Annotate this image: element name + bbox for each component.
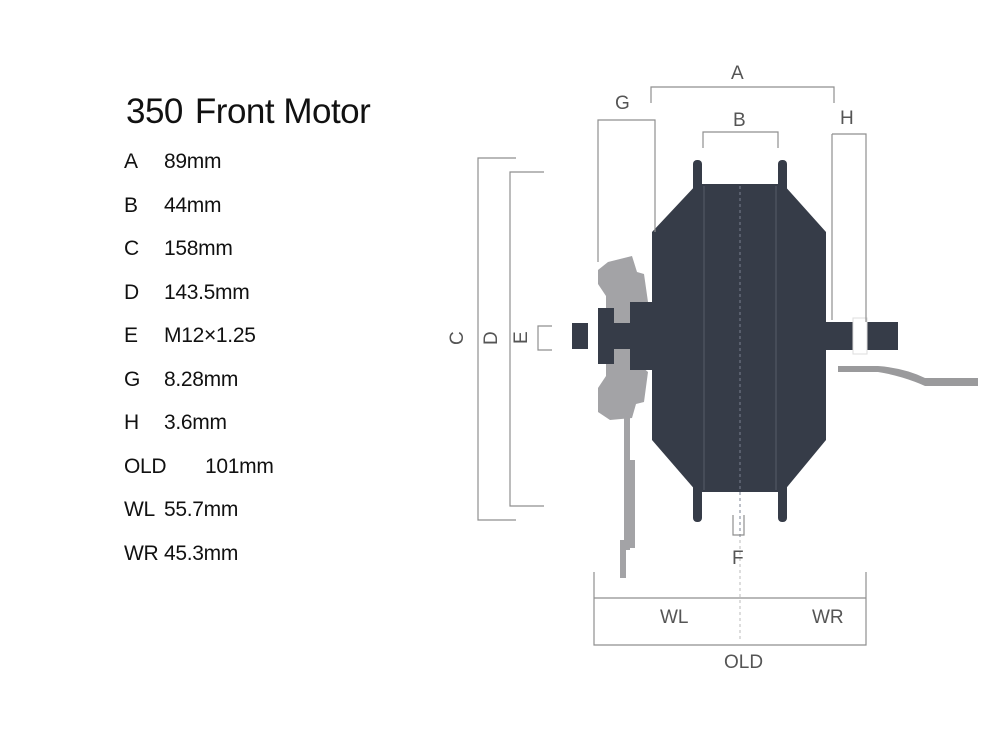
dim-h bbox=[832, 133, 867, 322]
left-axle-nut bbox=[588, 319, 600, 353]
label-d: D bbox=[481, 331, 502, 345]
label-b: B bbox=[733, 110, 746, 131]
spec-key: G bbox=[124, 368, 141, 391]
motor-hub bbox=[652, 184, 826, 492]
label-wr: WR bbox=[812, 607, 844, 628]
dim-f bbox=[732, 515, 745, 536]
spec-value: 158mm bbox=[164, 237, 233, 260]
spec-value: 143.5mm bbox=[164, 281, 250, 304]
page-title: 350 Front Motor bbox=[126, 92, 371, 132]
label-e: E bbox=[511, 331, 532, 344]
label-old: OLD bbox=[724, 652, 763, 673]
label-g: G bbox=[615, 93, 630, 114]
spec-key: H bbox=[124, 411, 139, 434]
spec-key: OLD bbox=[124, 455, 167, 478]
dim-b bbox=[702, 131, 779, 148]
dim-old-outer bbox=[593, 572, 867, 646]
dim-d bbox=[509, 171, 544, 507]
caliper-plate bbox=[624, 460, 635, 548]
spec-value: 89mm bbox=[164, 150, 222, 173]
spec-value: 55.7mm bbox=[164, 498, 239, 521]
dim-a bbox=[650, 86, 835, 103]
dim-g bbox=[597, 119, 656, 262]
spec-key: WL bbox=[124, 498, 155, 521]
spec-value: M12×1.25 bbox=[164, 324, 256, 347]
spec-key: C bbox=[124, 237, 139, 260]
label-wl: WL bbox=[660, 607, 689, 628]
spec-value: 44mm bbox=[164, 194, 222, 217]
right-flange bbox=[778, 160, 787, 522]
label-c: C bbox=[447, 331, 468, 345]
right-axle-nut bbox=[852, 317, 868, 355]
dim-c bbox=[477, 157, 516, 521]
cable bbox=[838, 366, 978, 386]
spec-value: 101mm bbox=[205, 455, 274, 478]
spec-value: 45.3mm bbox=[164, 542, 239, 565]
spec-key: WR bbox=[124, 542, 159, 565]
label-f: F bbox=[732, 548, 744, 569]
fork-tip bbox=[620, 540, 626, 578]
spec-key: D bbox=[124, 281, 139, 304]
spec-value: 3.6mm bbox=[164, 411, 227, 434]
spec-value: 8.28mm bbox=[164, 368, 239, 391]
label-h: H bbox=[840, 108, 854, 129]
dimension-lines bbox=[477, 86, 867, 646]
spec-key: B bbox=[124, 194, 138, 217]
left-axle-washer bbox=[598, 308, 614, 364]
spec-key: A bbox=[124, 150, 138, 173]
spec-key: E bbox=[124, 324, 138, 347]
model-name: Front Motor bbox=[194, 92, 371, 131]
left-flange bbox=[693, 160, 702, 522]
dim-e bbox=[537, 325, 552, 351]
label-a: A bbox=[731, 63, 744, 84]
axle-shoulder bbox=[630, 302, 654, 370]
model-number: 350 bbox=[126, 92, 183, 131]
